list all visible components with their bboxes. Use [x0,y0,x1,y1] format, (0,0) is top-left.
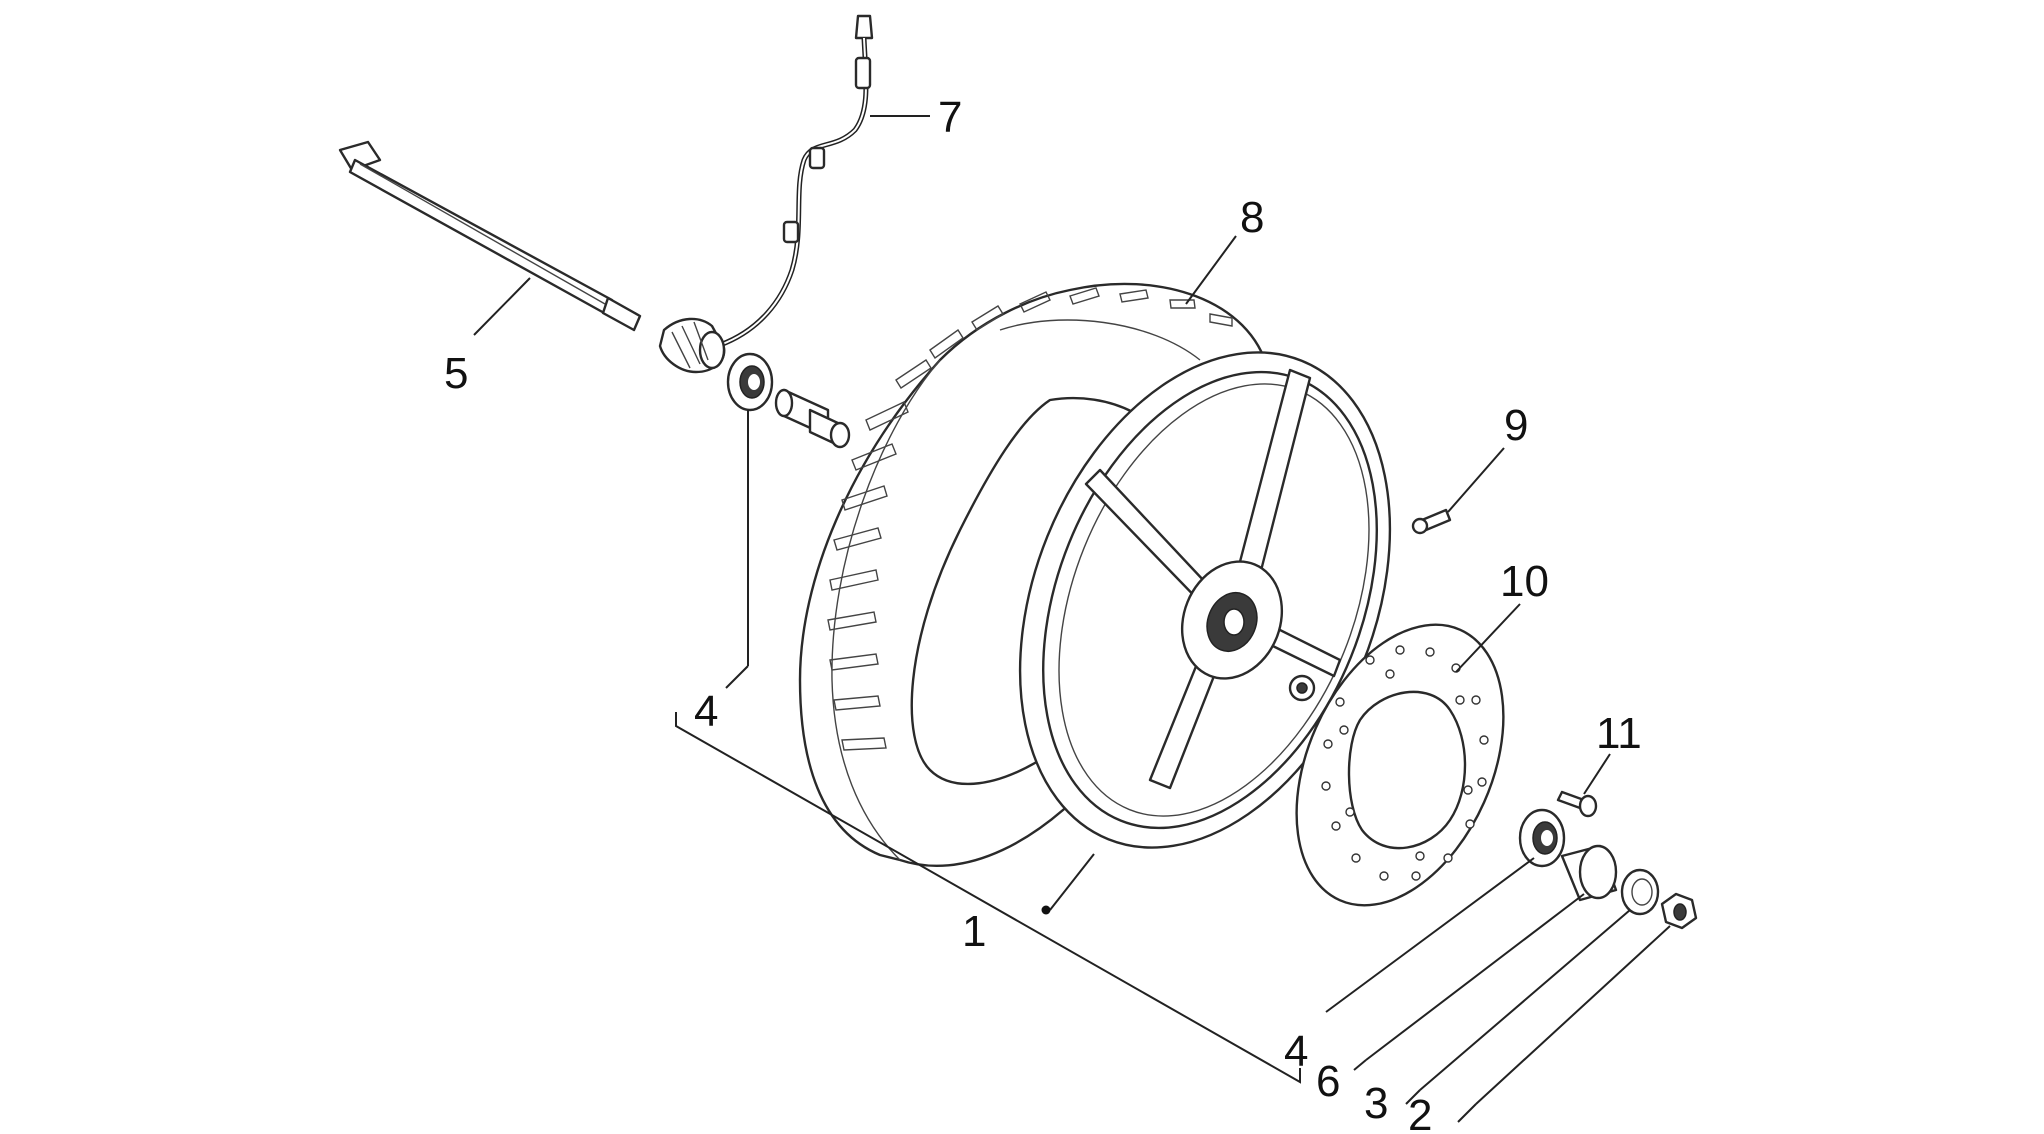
callout-9: 9 [1504,401,1528,450]
axle-nut [1660,892,1698,930]
callout-5: 5 [444,349,468,398]
speedometer-drive [658,317,726,374]
callout-2: 2 [1408,1091,1432,1134]
callout-10: 10 [1500,557,1549,606]
axle-spacer [774,388,851,449]
callout-labels: 5 7 8 9 10 11 4 1 4 6 3 2 [444,93,1642,1134]
wheel-axle [338,140,642,332]
wheel-rim [1018,351,1392,849]
callout-11: 11 [1596,709,1642,758]
callout-1: 1 [962,907,986,956]
callout-3: 3 [1364,1079,1388,1128]
washer [1620,868,1660,916]
leader-lines [473,115,1671,1123]
brake-disc [1295,623,1505,907]
speedometer-cable [719,14,874,348]
disc-screw [1556,790,1598,818]
bearing-right [1518,808,1566,868]
callout-7: 7 [938,93,962,142]
tyre-valve [1411,508,1452,535]
callout-6: 6 [1316,1057,1340,1106]
spacer [1560,844,1618,902]
callout-4-right: 4 [1284,1027,1308,1076]
callout-8: 8 [1240,193,1264,242]
bearing-left [726,352,774,412]
callout-4-left: 4 [694,687,718,736]
disc-holes [1321,645,1489,881]
